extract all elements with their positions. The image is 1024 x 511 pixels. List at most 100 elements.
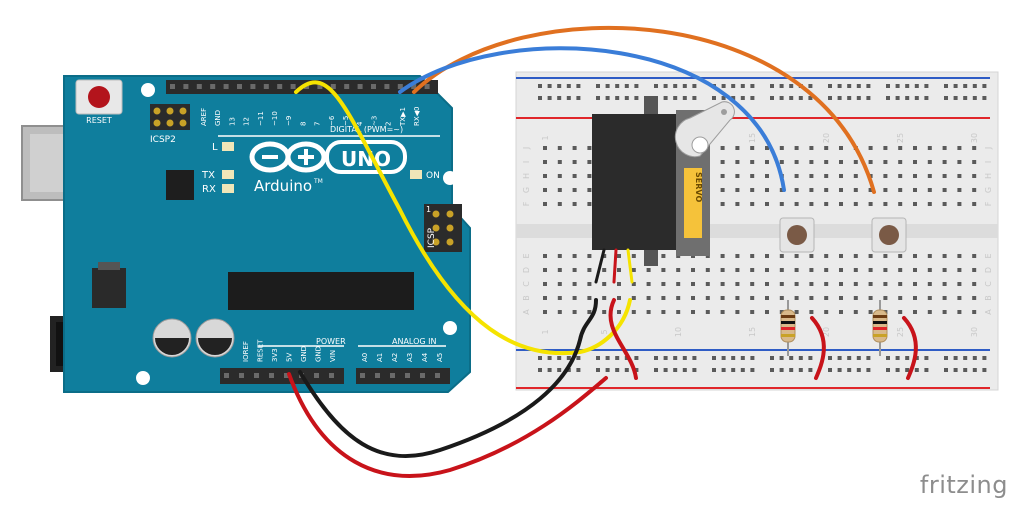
rail-hole [808, 96, 813, 100]
breadboard-hole [557, 268, 562, 272]
rail-hole [789, 96, 794, 100]
breadboard-hole [617, 310, 621, 314]
servo-label: SERVO [694, 172, 703, 202]
breadboard-hole [883, 146, 888, 150]
rail-hole [624, 368, 629, 372]
pushbutton [871, 217, 907, 253]
icsp-pin [446, 224, 454, 232]
row-letter: B [522, 295, 531, 301]
rail-hole [847, 84, 852, 88]
breadboard-hole [898, 202, 903, 206]
rail-hole [663, 96, 668, 100]
breadboard-hole [720, 268, 725, 272]
reset-button-cap [88, 86, 110, 108]
breadboard-hole [602, 282, 607, 286]
pin-label: A3 [406, 353, 414, 362]
breadboard-hole [972, 188, 977, 192]
header-pin [317, 84, 323, 89]
breadboard-hole [898, 146, 903, 150]
breadboard-hole [868, 202, 873, 206]
rail-hole [866, 356, 871, 360]
breadboard-hole [661, 310, 666, 314]
breadboard-hole [927, 268, 932, 272]
rail-hole [547, 368, 552, 372]
breadboard-hole [557, 254, 562, 258]
breadboard-hole [927, 254, 932, 258]
breadboard-hole [779, 146, 784, 150]
rail-hole [905, 356, 910, 360]
breadboard-hole [972, 174, 977, 178]
header-pin [250, 84, 256, 89]
breadboard-hole [750, 160, 755, 164]
breadboard-hole [868, 296, 873, 300]
rail-hole [624, 96, 629, 100]
breadboard-hole [661, 282, 666, 286]
breadboard-hole [720, 296, 725, 300]
rail-hole [654, 368, 658, 372]
breadboard-hole [794, 310, 799, 314]
icsp2-pin [166, 119, 174, 127]
rail-hole [828, 84, 832, 88]
breadboard-hole [557, 310, 562, 314]
wires [287, 25, 918, 478]
breadboard-hole [720, 146, 725, 150]
reset-label: RESET [86, 116, 112, 125]
pin-label: ~6 [328, 115, 336, 126]
rail-hole [692, 356, 697, 360]
header-pin [435, 373, 440, 378]
breadboard-hole [824, 310, 829, 314]
rail-hole [624, 84, 629, 88]
pin-label: GND [214, 110, 222, 126]
rail-hole [770, 84, 774, 88]
breadboard-hole [557, 146, 562, 150]
rail-hole [654, 84, 658, 88]
pin-label: A2 [391, 353, 399, 362]
breadboard-hole [631, 296, 636, 300]
row-letter: G [522, 187, 531, 193]
rail-hole [557, 356, 562, 360]
header-pin [223, 84, 229, 89]
rail-hole [692, 84, 697, 88]
rail-hole [692, 96, 697, 100]
rail-hole [779, 368, 784, 372]
row-letter: C [984, 281, 993, 287]
wire-red-resistor-2 [902, 316, 918, 380]
rail-hole [982, 368, 987, 372]
breadboard-hole [587, 146, 592, 150]
breadboard-hole [824, 174, 829, 178]
breadboard-hole [868, 310, 873, 314]
rail-hole [914, 84, 919, 88]
breadboard-hole [765, 146, 769, 150]
icsp-pin1-label: 1 [426, 205, 431, 214]
breadboard-hole [957, 268, 962, 272]
breadboard-hole [972, 160, 977, 164]
rail-hole [740, 84, 745, 88]
breadboard-hole [735, 296, 740, 300]
breadboard-hole [765, 296, 769, 300]
rail-hole [789, 84, 794, 88]
breadboard-hole [543, 202, 547, 206]
breadboard-hole [927, 188, 932, 192]
servo-horn-hole [721, 109, 727, 115]
breadboard-hole [913, 268, 917, 272]
breadboard-hole [779, 282, 784, 286]
header-pin [170, 84, 175, 89]
breadboard-hole [913, 188, 917, 192]
row-letter: D [522, 267, 531, 273]
column-number: 5 [600, 329, 609, 334]
breadboard-hole [631, 310, 636, 314]
rail-hole [798, 356, 803, 360]
breadboard-hole [927, 174, 932, 178]
wire-blue [398, 46, 786, 192]
breadboard-hole [809, 296, 814, 300]
mounting-hole [443, 171, 457, 185]
voltage-regulator [92, 268, 126, 308]
resistor [780, 300, 796, 356]
breadboard-hole [972, 282, 977, 286]
pin-label: 8 [299, 122, 307, 126]
pin-label: A0 [361, 353, 369, 362]
rail-hole [886, 368, 890, 372]
breadboard-hole [676, 282, 681, 286]
header-pin [390, 373, 395, 378]
led-l [222, 142, 234, 151]
